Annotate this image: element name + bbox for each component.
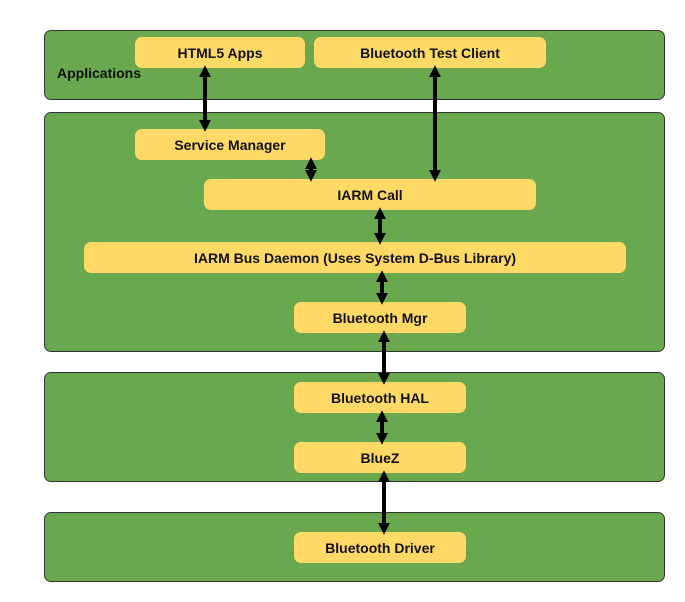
bluetooth-mgr-box: Bluetooth Mgr xyxy=(294,302,466,333)
html5-apps-box: HTML5 Apps xyxy=(135,37,305,68)
bluez-box: BlueZ xyxy=(294,442,466,473)
bluetooth-test-client-box: Bluetooth Test Client xyxy=(314,37,546,68)
iarm-call-box: IARM Call xyxy=(204,179,536,210)
service-manager-box: Service Manager xyxy=(135,129,325,160)
bluetooth-hal-box: Bluetooth HAL xyxy=(294,382,466,413)
applications-layer-label: Applications xyxy=(57,65,142,81)
iarm-bus-daemon-box: IARM Bus Daemon (Uses System D-Bus Libra… xyxy=(84,242,626,273)
bluetooth-driver-box: Bluetooth Driver xyxy=(294,532,466,563)
